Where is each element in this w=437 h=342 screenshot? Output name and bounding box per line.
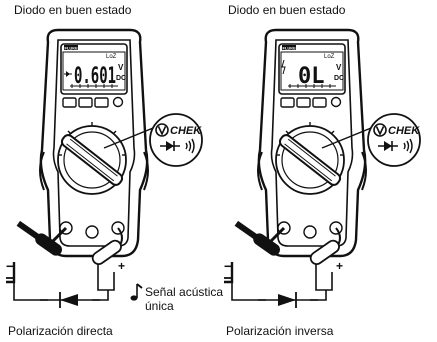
panel-forward-bias: Diodo en buen estado FLUKE LoZ 0.601 V D… [4,3,223,338]
lcd-unit-dc: DC [334,75,344,82]
lcd-reading: 0.601 [74,64,116,89]
plus-sign: + [336,259,343,273]
circuit-diode [40,292,100,308]
chek-label: CHEK [388,125,420,137]
beep-text-line1: Señal acústica [145,285,223,299]
diode-icon [64,71,72,77]
lightning-icon [281,59,286,75]
chek-logo-icon [155,123,169,137]
plus-sign: + [118,259,125,273]
chek-logo-icon [373,123,387,137]
diode-icon [378,141,398,151]
continuity-sound-icon [403,138,413,154]
diode-icon [160,141,180,151]
lcd-unit-v: V [336,63,342,72]
panel-title: Diodo en buen estado [14,3,132,17]
minus-sign: − [224,258,232,274]
loz-indicator: LoZ [324,54,335,60]
loz-indicator: LoZ [106,54,117,60]
chek-label: CHEK [170,125,202,137]
panel-reverse-bias: Diodo en buen estado FLUKE LoZ 0L V DC C… [222,3,422,338]
brand-logo: FLUKE [283,46,297,51]
panel-title: Diodo en buen estado [228,3,346,17]
beep-text-line2: única [145,299,174,313]
brand-logo: FLUKE [65,46,79,51]
music-note-icon [130,283,143,301]
minus-sign: − [6,258,14,274]
caption-forward: Polarización directa [8,324,113,338]
lcd-unit-v: V [118,63,124,72]
lcd-reading: 0L [298,64,325,89]
lcd-unit-dc: DC [116,75,126,82]
caption-reverse: Polarización inversa [226,324,334,338]
circuit-diode [258,292,318,308]
continuity-sound-icon [185,138,195,154]
